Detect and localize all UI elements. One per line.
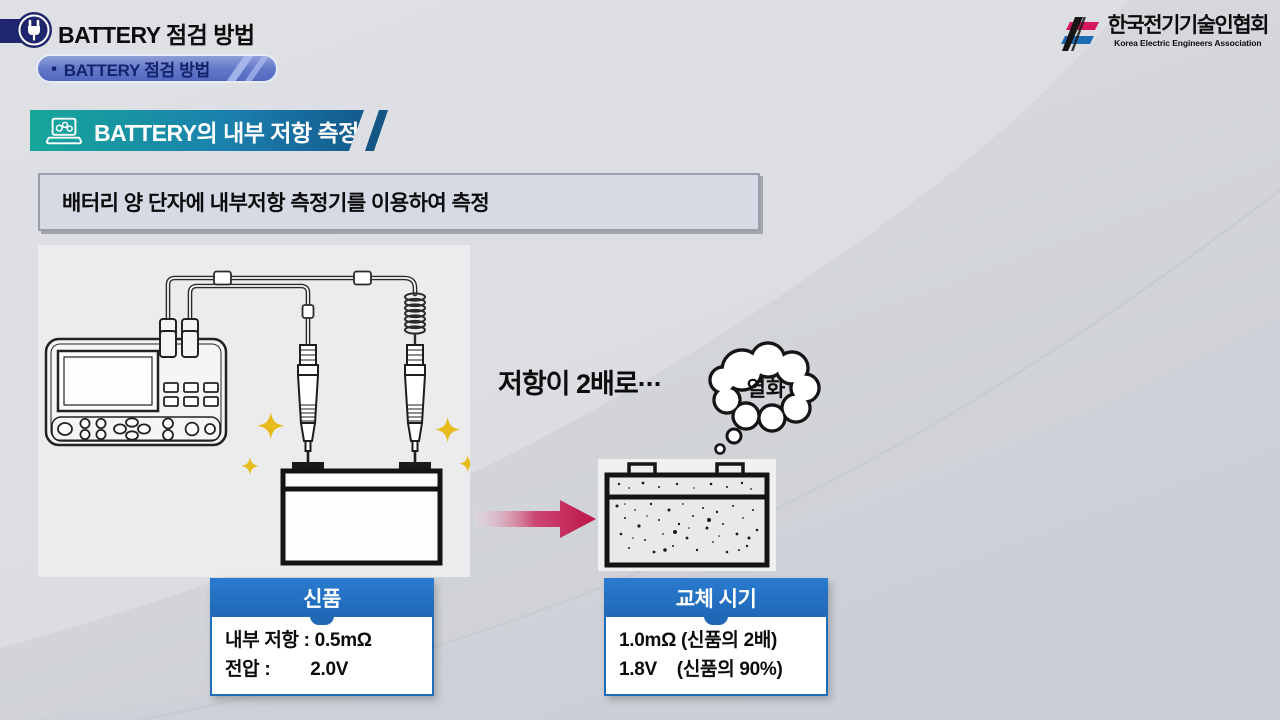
logo-title-korean: 한국전기기술인협회 [1107,14,1270,37]
battery-tester-device [44,318,228,447]
association-logo: 한국전기기술인협회 Korea Electric Engineers Assoc… [1056,14,1270,53]
old-battery-panel [598,459,776,571]
replacement-voltage: 1.8V (신품의 90%) [619,659,783,681]
measurement-diagram [44,270,477,566]
replacement-resistance: 1.0mΩ (신품의 2배) [619,630,778,651]
breadcrumb-badge: ▪ BATTERY 점검 방법 [36,54,278,83]
page-title: BATTERY 점검 방법 [58,22,255,48]
thought-bubble: 열화 [708,341,821,455]
new-battery-table-title: 신품 [303,587,341,611]
section-title: BATTERY의 내부 저항 측정 [94,119,359,146]
badge-bullet: ▪ [51,58,57,78]
test-probe-right [403,344,427,466]
right-arrow-icon [474,500,596,538]
new-battery-resistance: 내부 저항 : 0.5mΩ [225,630,372,651]
replacement-table-header: 교체 시기 [604,578,828,617]
coiled-cable [404,292,426,345]
replacement-table-title: 교체 시기 [675,587,757,611]
sparkle-icon [241,412,477,475]
new-battery [280,462,443,566]
new-battery-table: 신품 내부 저항 : 0.5mΩ 전압 : 2.0V [210,578,434,696]
description-text: 배터리 양 단자에 내부저항 측정기를 이용하여 측정 [62,192,490,215]
banner-accent-stripe [364,110,389,151]
replacement-table-body: 1.0mΩ (신품의 2배) 1.8V (신품의 90%) [604,617,828,696]
section-banner: BATTERY의 내부 저항 측정 [30,110,364,151]
bubble-text: 열화 [747,378,786,401]
kea-logo-icon [1060,17,1099,51]
replacement-table: 교체 시기 1.0mΩ (신품의 2배) 1.8V (신품의 90%) [604,578,828,696]
new-battery-table-header: 신품 [210,578,434,617]
plug-icon [16,12,52,48]
laptop-gears-icon [45,116,83,146]
measurement-diagram-panel [38,245,477,577]
new-battery-table-body: 내부 저항 : 0.5mΩ 전압 : 2.0V [210,617,434,696]
test-cables [165,275,418,348]
badge-label: BATTERY 점검 방법 [63,61,210,80]
description-box: 배터리 양 단자에 내부저항 측정기를 이용하여 측정 [38,173,760,231]
new-battery-voltage: 전압 : 2.0V [225,659,349,681]
test-probe-left [296,344,320,466]
resistance-annotation: 저항이 2배로··· [498,369,663,399]
old-battery [604,462,770,568]
logo-title-english: Korea Electric Engineers Association [1114,38,1262,49]
